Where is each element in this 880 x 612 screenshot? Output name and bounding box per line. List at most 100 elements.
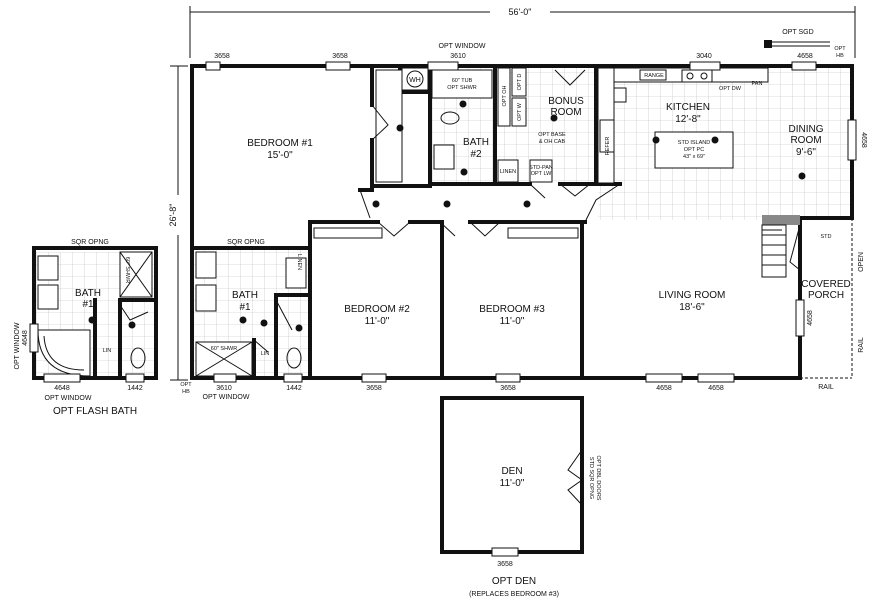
bath1-toilet — [286, 347, 302, 369]
kitchen-island — [654, 131, 734, 169]
ceiling-lights — [88, 100, 806, 332]
window-bot-bath1: 3610 — [216, 385, 232, 392]
note-opt-w: OPT W — [517, 102, 523, 121]
note-opt-d: OPT D — [517, 74, 523, 91]
note-rail-bot: RAIL — [818, 384, 834, 391]
bonus-fixtures — [497, 67, 553, 183]
bath2-name: BATH — [463, 137, 489, 148]
note-opt-window-flash-side: OPT WINDOW — [14, 322, 21, 369]
living-size: 18'-6" — [679, 302, 705, 313]
porch-steps — [761, 215, 800, 278]
note-opt-dw: OPT DW — [719, 86, 742, 92]
note-opt-base1: OPT BASE — [538, 132, 566, 138]
flash-bath-name: BATH — [75, 288, 101, 299]
note-opt-hb-bot-1: OPT — [180, 382, 192, 388]
note-den-door2: OPT DBL DOORS — [595, 456, 601, 501]
bath2-sink — [433, 144, 455, 170]
window-porch-side: 4658 — [807, 310, 814, 326]
note-lin: LIN — [261, 351, 270, 357]
note-range: RANGE — [644, 73, 664, 79]
bedroom1-name: BEDROOM #1 — [247, 138, 313, 149]
note-pan: PAN — [752, 81, 763, 87]
bonus-line1: BONUS — [548, 96, 584, 107]
note-sqr-opng-a: SQR OPNG — [227, 239, 265, 246]
porch-line2: PORCH — [808, 290, 844, 301]
title-flash-bath: OPT FLASH BATH — [53, 406, 137, 417]
note-island2: OPT PC — [684, 147, 704, 153]
note-linen-b: LINEN — [296, 254, 302, 270]
note-std-pan1: STD-PAN — [529, 165, 553, 171]
dining-line1: DINING — [789, 124, 824, 135]
bath2-num: #2 — [470, 149, 482, 160]
window-bot-lr-b: 4658 — [708, 385, 724, 392]
note-opt-hb-bot-2: HB — [182, 389, 190, 395]
bath2-fixtures — [401, 67, 493, 170]
flash-bath-plan — [29, 246, 158, 383]
note-opt-hb-top-1: OPT — [834, 46, 846, 52]
note-opt-window-bot: OPT WINDOW — [203, 394, 250, 401]
bath2-tub — [431, 69, 493, 99]
window-top-kitchen: 3040 — [696, 53, 712, 60]
note-island3: 43" x 69" — [683, 154, 705, 160]
bedroom2-size: 11'-0" — [365, 316, 390, 327]
note-lin-flash: LIN — [103, 348, 112, 354]
note-opt-hb-top-2: HB — [836, 53, 844, 59]
overall-depth-dimension: 26'-8" — [168, 65, 188, 381]
corner-tub — [37, 329, 91, 377]
note-rail-side: RAIL — [858, 337, 865, 353]
note-linen: LINEN — [500, 169, 516, 175]
note-sqr-opng-b: SQR OPNG — [71, 239, 109, 246]
water-heater — [401, 67, 429, 91]
window-bot-b2: 3658 — [366, 385, 382, 392]
window-top-b1-b: 3658 — [332, 53, 348, 60]
note-std: STD — [821, 234, 832, 240]
refrigerator — [599, 119, 615, 153]
bedroom2-name: BEDROOM #2 — [344, 304, 410, 315]
window-bot-lr-a: 4658 — [656, 385, 672, 392]
window-bot-b3: 3658 — [500, 385, 516, 392]
note-tub2: OPT SHWR — [447, 85, 477, 91]
title-opt-den: OPT DEN — [492, 576, 536, 587]
note-wh: WH — [409, 77, 421, 84]
kitchen-fixtures — [597, 67, 769, 184]
window-top-bath2: 3610 — [450, 53, 466, 60]
window-bot-bath1-b: 1442 — [286, 385, 302, 392]
den-name: DEN — [501, 466, 522, 477]
window-right-dining: 4658 — [860, 132, 867, 148]
bath1-name: BATH — [232, 290, 258, 301]
doors — [253, 69, 801, 353]
overall-width-label: 56'-0" — [509, 7, 532, 17]
note-refer: REFER — [605, 137, 611, 156]
note-opt-window-top: OPT WINDOW — [439, 43, 486, 50]
bedroom3-name: BEDROOM #3 — [479, 304, 545, 315]
note-shwr-flash: 60" SHWR — [124, 257, 130, 283]
exterior-walls — [190, 64, 854, 380]
kitchen-size: 12'-8" — [675, 114, 701, 125]
note-shwr: 60" SHWR — [211, 346, 237, 352]
range — [639, 69, 667, 81]
bath2-toilet — [440, 111, 460, 125]
note-tub1: 60" TUB — [452, 78, 473, 84]
bath1-num: #1 — [239, 302, 251, 313]
window-den-bot: 3658 — [497, 561, 513, 568]
flash-bath-num: #1 — [82, 299, 94, 310]
porch-line1: COVERED — [801, 279, 850, 290]
overall-depth-label: 26'-8" — [168, 204, 178, 227]
dining-line2: ROOM — [790, 135, 821, 146]
window-flash-side: 4648 — [22, 330, 29, 346]
interior-walls — [190, 64, 854, 380]
window-flash-bot-b: 1442 — [127, 385, 143, 392]
den-size: 11'-0" — [500, 478, 525, 489]
bonus-line2: ROOM — [550, 107, 581, 118]
bedroom3-size: 11'-0" — [500, 316, 525, 327]
den-plan — [440, 396, 584, 557]
overall-width-dimension: 56'-0" — [189, 5, 856, 58]
note-opt-oh: OPT OH — [502, 85, 508, 106]
bedroom1-size: 15'-0" — [267, 150, 293, 161]
window-top-b1-a: 3658 — [214, 53, 230, 60]
note-opt-window-flash: OPT WINDOW — [45, 395, 92, 402]
note-den-door1: STD SQR OPNG — [588, 457, 594, 499]
note-island1: STD ISLAND — [678, 140, 710, 146]
bath1-linen — [285, 257, 307, 289]
